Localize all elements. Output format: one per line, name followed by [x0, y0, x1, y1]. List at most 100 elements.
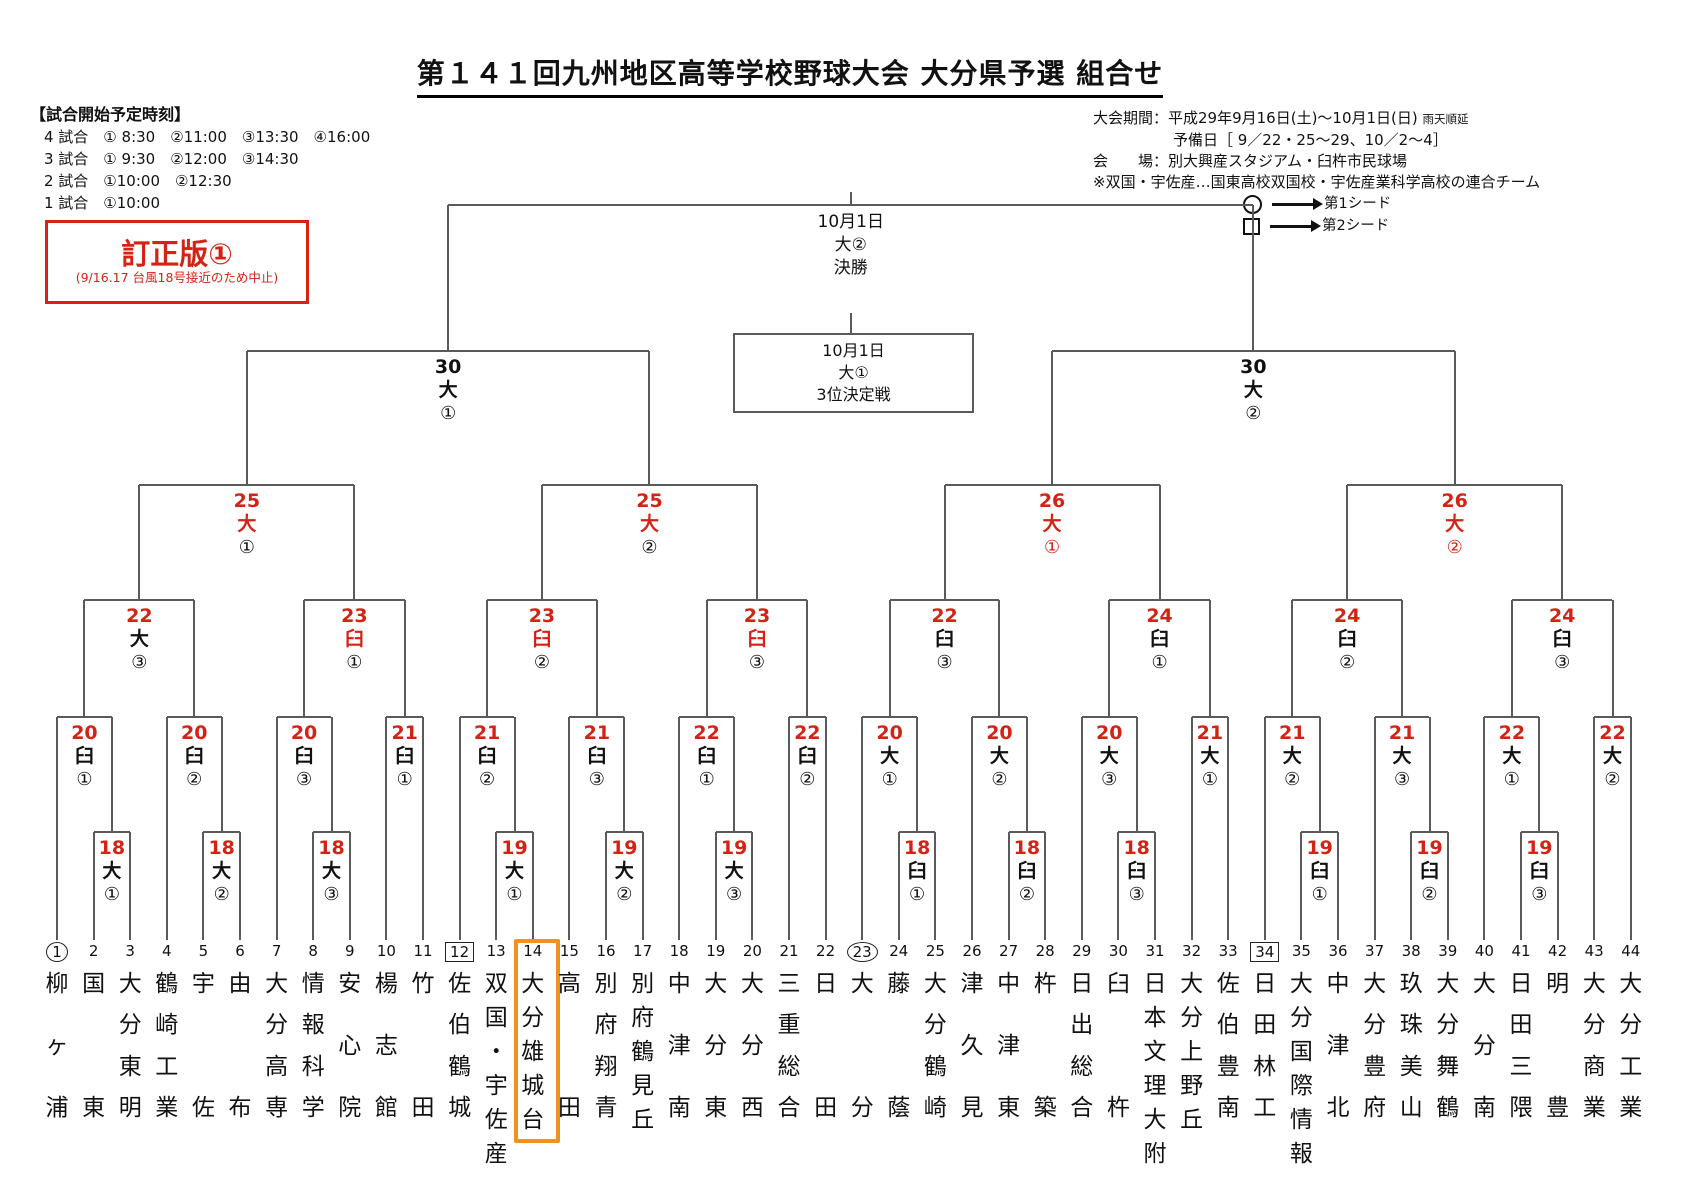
- game-venue: 臼: [797, 745, 817, 767]
- team-number: 19: [706, 942, 726, 960]
- bracket-line-h: [496, 831, 533, 833]
- bracket-line-v: [129, 832, 132, 940]
- bracket-line-v: [1263, 717, 1266, 940]
- team-number: 14: [523, 942, 543, 960]
- bracket-line-v: [971, 717, 973, 940]
- game-number: ③: [1101, 769, 1118, 790]
- bracket-line-v: [849, 313, 852, 333]
- game-number: ②: [186, 769, 203, 790]
- game-venue: 臼: [294, 745, 314, 767]
- game-venue: 大: [237, 513, 257, 535]
- game-venue: 臼: [1150, 628, 1170, 650]
- bracket-line-h: [84, 599, 195, 601]
- game-date: 22: [931, 605, 958, 627]
- bracket-line-v: [998, 600, 1001, 717]
- bracket-line-v: [714, 832, 717, 940]
- bracket-line-v: [110, 717, 113, 832]
- game-venue: 臼: [1127, 860, 1147, 882]
- bracket-line-h: [313, 831, 350, 833]
- info-period: 大会期間：平成29年9月16日(土)～10月1日(日) 雨天順延: [1093, 108, 1540, 130]
- game-venue: 臼: [184, 745, 204, 767]
- team-number: 8: [308, 942, 318, 960]
- team-name: 藤蔭: [887, 971, 911, 1121]
- team-number: 20: [742, 942, 762, 960]
- bracket-line-h: [1081, 716, 1137, 718]
- bracket-line-v: [1593, 717, 1596, 940]
- game-number: ③: [1531, 884, 1548, 905]
- info-venue: 会 場：別大興産スタジアム・臼杵市民球場: [1093, 152, 1407, 170]
- game-venue: 大: [1243, 379, 1263, 401]
- bracket-line-h: [1008, 831, 1046, 833]
- game-number: ①: [1201, 769, 1218, 790]
- bracket-line-v: [1291, 600, 1294, 717]
- team-number: 18: [669, 942, 689, 960]
- seed2-label: 第2シード: [1322, 217, 1390, 234]
- team-number: 27: [999, 942, 1019, 960]
- game-number: ①: [881, 769, 898, 790]
- team-number: 21: [779, 942, 799, 960]
- correction-notice-box: 訂正版① (9/16.17 台風18号接近のため中止): [45, 220, 309, 304]
- team-number: 30: [1108, 942, 1128, 960]
- bracket-line-h: [541, 484, 757, 486]
- game-venue: 大: [1042, 513, 1062, 535]
- game-venue: 臼: [74, 745, 94, 767]
- team-name: 宇佐: [191, 971, 215, 1121]
- team-name: 別府鶴見丘: [631, 971, 655, 1133]
- bracket-line-v: [806, 600, 809, 717]
- game-number: ②: [991, 769, 1008, 790]
- bracket-line-v: [447, 205, 450, 351]
- final-label-line: 10月1日: [817, 212, 884, 232]
- game-number: ③: [323, 884, 340, 905]
- seed1-label: 第1シード: [1324, 195, 1392, 212]
- bracket-line-v: [1401, 600, 1404, 717]
- bracket-line-h: [246, 350, 650, 352]
- game-date: 23: [743, 605, 771, 627]
- game-date: 18: [1013, 837, 1041, 859]
- team-name: 竹田: [411, 971, 435, 1121]
- bracket-line-h: [1511, 599, 1613, 601]
- team-number-seed-square: 12: [441, 942, 479, 964]
- bracket-line-v: [1190, 717, 1193, 940]
- game-date: 18: [1123, 837, 1150, 859]
- game-venue: 大: [1099, 745, 1119, 767]
- team-name: 佐伯鶴城: [448, 971, 472, 1121]
- game-venue: 臼: [587, 745, 607, 767]
- bracket-line-h: [139, 484, 355, 486]
- game-number: ②: [533, 652, 550, 673]
- bracket-line-v: [1428, 717, 1431, 832]
- game-date: 19: [611, 837, 638, 859]
- game-venue: 大: [989, 745, 1009, 767]
- bracket-line-h: [679, 716, 735, 718]
- team-name: 大分鶴崎: [923, 971, 947, 1121]
- team-number: 22: [816, 942, 836, 960]
- info-period-text: 大会期間：平成29年9月16日(土)～10月1日(日): [1093, 109, 1418, 127]
- game-number: ③: [131, 652, 148, 673]
- team-number: 9: [345, 942, 355, 960]
- game-venue: 大: [639, 513, 659, 535]
- game-number: ③: [1393, 769, 1411, 790]
- team-name: 大分南: [1472, 971, 1496, 1121]
- game-date: 22: [1599, 722, 1626, 744]
- game-number: ②: [213, 884, 230, 905]
- info-rain-note: 雨天順延: [1422, 112, 1469, 126]
